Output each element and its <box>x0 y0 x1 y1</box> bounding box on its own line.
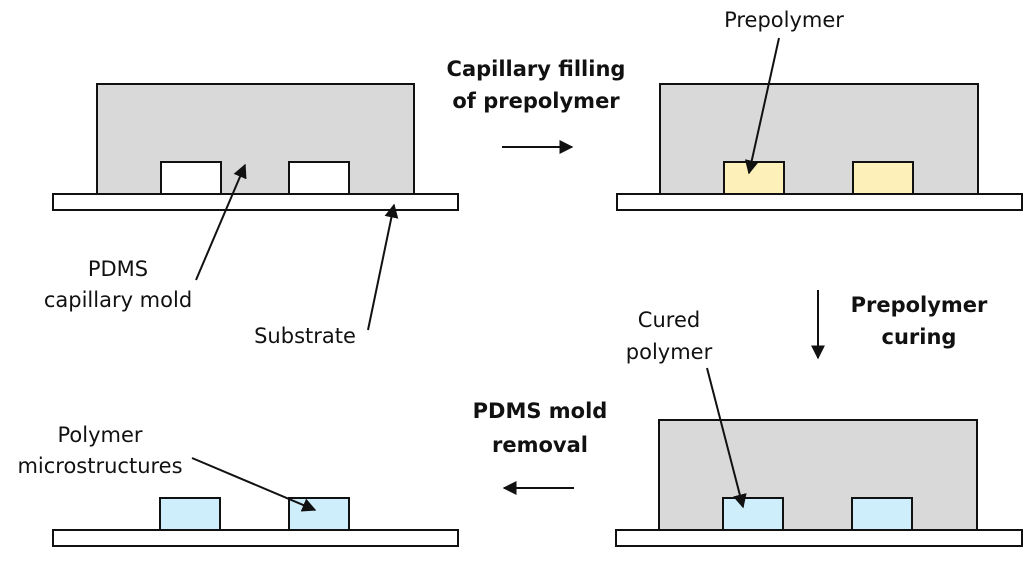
cured-polymer-leader <box>706 367 747 509</box>
substrate-label: Substrate <box>254 324 356 348</box>
microstructures-label-line1: Polymer <box>57 423 142 447</box>
substrate <box>52 193 459 211</box>
substrate <box>615 529 1023 547</box>
step-mold-removal-line2: removal <box>492 433 588 457</box>
substrate <box>616 193 1023 211</box>
pdms-mold <box>96 83 415 195</box>
substrate-leader <box>367 203 399 331</box>
step-curing-line2: curing <box>882 325 957 349</box>
panel-empty-mold <box>52 83 459 211</box>
pdms-mold <box>659 83 979 195</box>
microstructures-leader <box>191 457 317 512</box>
pdms-mold-label-line1: PDMS <box>88 257 148 281</box>
step-mold-removal-line1: PDMS mold <box>473 399 608 423</box>
panel-microstructures <box>52 497 459 547</box>
empty-channel <box>160 161 222 195</box>
pdms-mold-label-line2: capillary mold <box>44 288 192 312</box>
cured-polymer-label-line1: Cured <box>638 308 700 332</box>
substrate <box>52 529 459 547</box>
cured-polymer-label-line2: polymer <box>626 340 713 364</box>
prepolymer-channel <box>723 161 785 195</box>
cured-polymer-channel <box>722 497 784 531</box>
prepolymer-leader <box>744 37 780 175</box>
panel-cured-polymer <box>615 419 1023 547</box>
polymer-microstructure <box>159 497 221 531</box>
step-capillary-filling-line2: of prepolymer <box>452 89 620 113</box>
prepolymer-label: Prepolymer <box>724 8 844 32</box>
microstructures-label-line2: microstructures <box>17 454 182 478</box>
panel-filled-mold <box>616 83 1023 211</box>
step-capillary-filling-line1: Capillary filling <box>447 57 626 81</box>
pdms-mold <box>658 419 978 531</box>
pdms-mold-leader <box>195 163 247 281</box>
prepolymer-channel <box>852 161 914 195</box>
step-curing-line1: Prepolymer <box>851 293 988 317</box>
empty-channel <box>288 161 350 195</box>
cured-polymer-channel <box>851 497 913 531</box>
